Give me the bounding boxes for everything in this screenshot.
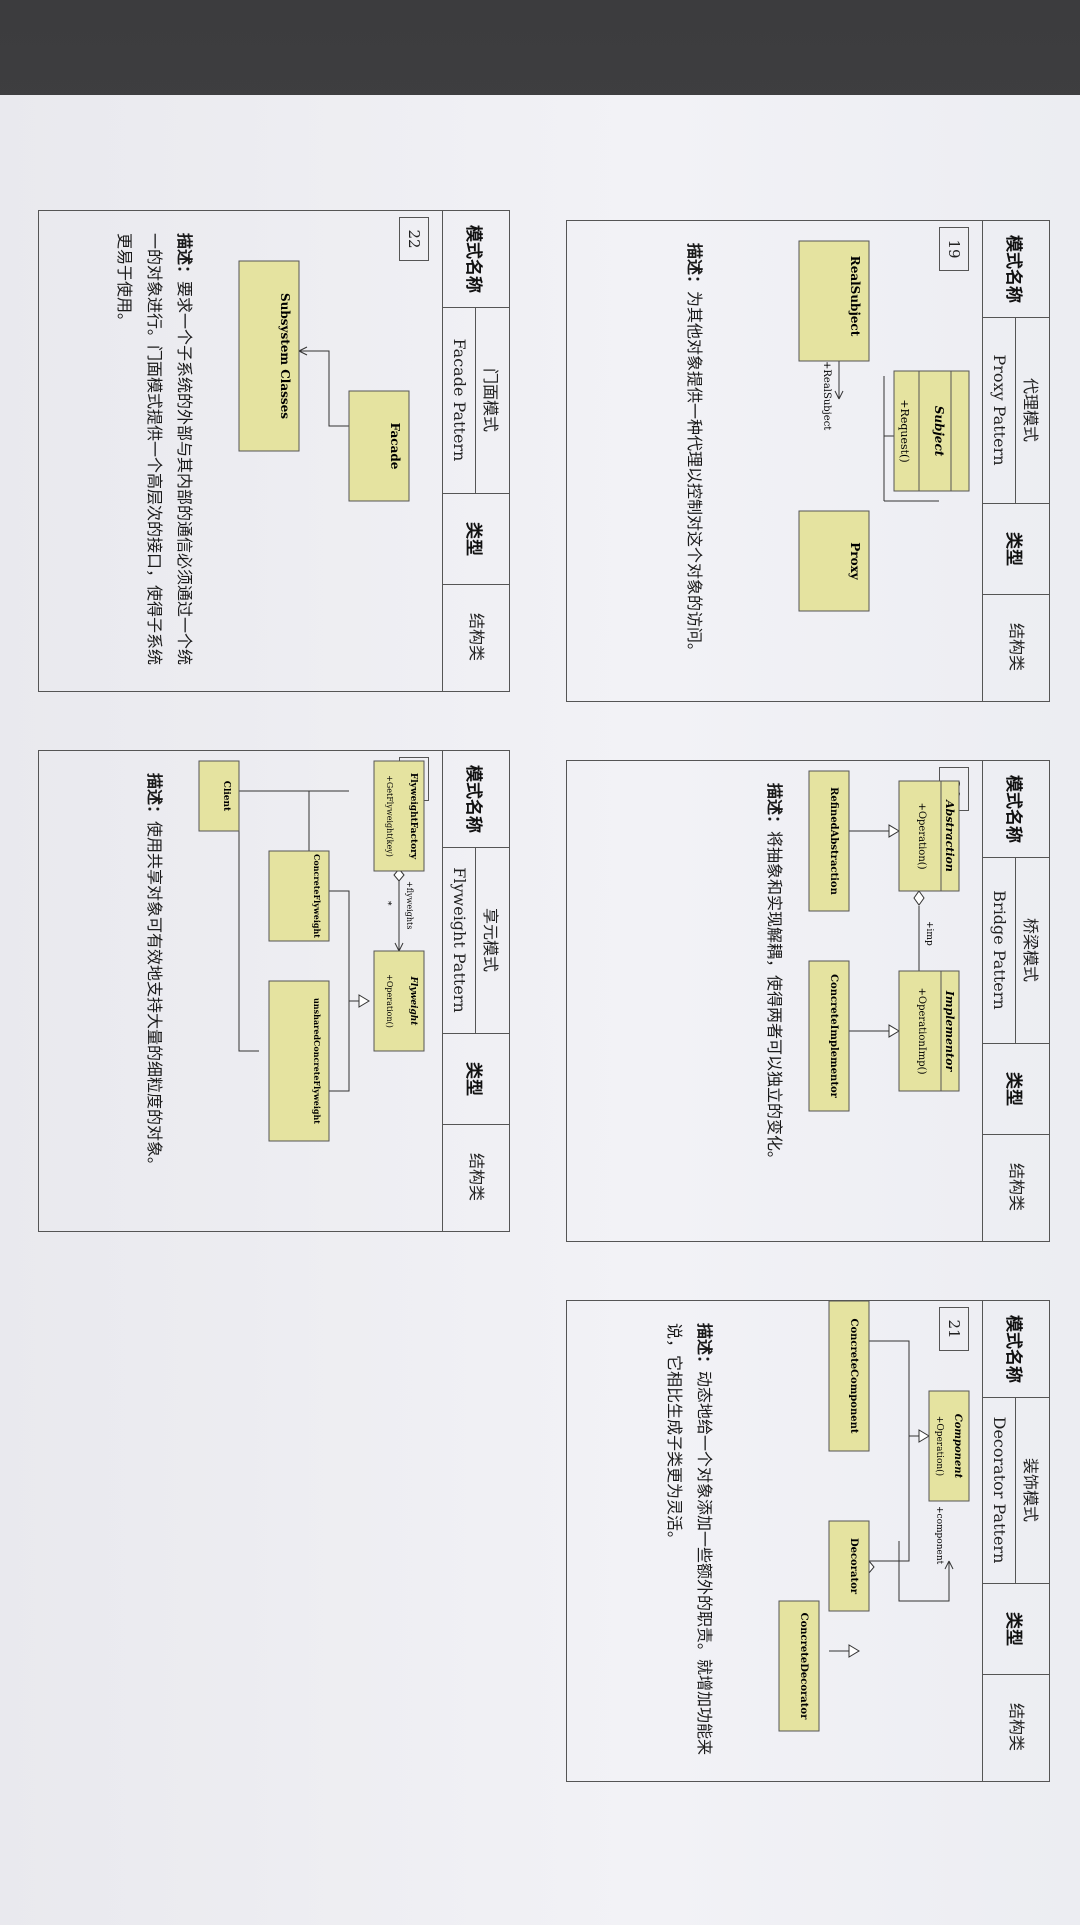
card-header: 模式名称 门面模式 Facade Pattern 类型 结构类 — [442, 211, 509, 691]
card-header: 模式名称 装饰模式 Decorator Pattern 类型 结构类 — [982, 1301, 1049, 1781]
pattern-cn-name: 装饰模式 — [1015, 1397, 1049, 1583]
card-decorator: 模式名称 装饰模式 Decorator Pattern 类型 结构类 21 — [566, 1300, 1050, 1782]
type-value: 结构类 — [467, 1152, 486, 1201]
class-concrete-implementor: ConcreteImplementor — [808, 960, 850, 1112]
pattern-name-label: 模式名称 — [983, 761, 1049, 858]
pattern-name-label: 模式名称 — [443, 211, 509, 308]
type-label: 类型 — [443, 1033, 509, 1125]
type-label: 类型 — [983, 503, 1049, 595]
class-refined-abstraction: RefinedAbstraction — [808, 770, 850, 912]
type-label: 类型 — [983, 1043, 1049, 1135]
pattern-cn-name: 门面模式 — [475, 307, 509, 493]
association-label: +imp — [924, 921, 934, 946]
pattern-description: 描述：将抽象和实现解耦，使得两者可以独立的变化。 — [765, 783, 784, 1168]
pattern-name-label: 模式名称 — [443, 751, 509, 848]
svg-text:unsharedConcreteFlyweight: unsharedConcreteFlyweight — [312, 998, 322, 1124]
svg-text:+Operation(): +Operation() — [916, 802, 927, 869]
class-concrete-decorator: ConcreteDecorator — [778, 1600, 820, 1732]
svg-text:Component: Component — [952, 1414, 963, 1479]
card-header: 模式名称 代理模式 Proxy Pattern 类型 结构类 — [982, 221, 1049, 701]
svg-text:Subsystem Classes: Subsystem Classes — [278, 293, 292, 419]
type-value: 结构类 — [1007, 1702, 1026, 1751]
class-concrete-flyweight: ConcreteFlyweight — [268, 850, 330, 942]
pattern-description: 描述：要求一个子系统的外部与其内部的通信必须通过一个统一的对象进行。门面模式提供… — [115, 233, 194, 666]
class-unshared-concrete-flyweight: unsharedConcreteFlyweight — [268, 980, 330, 1142]
svg-text:Decorator: Decorator — [848, 1538, 859, 1595]
svg-text:Implementor: Implementor — [943, 990, 956, 1073]
class-facade: Facade — [348, 390, 410, 502]
pattern-cn-name: 桥梁模式 — [1015, 857, 1049, 1043]
svg-text:+Operation(): +Operation() — [385, 974, 394, 1028]
svg-text:+GetFlyweight(key): +GetFlyweight(key) — [385, 775, 394, 857]
pattern-en-name: Bridge Pattern — [990, 890, 1009, 1010]
uml-diagram: Subject +Request() RealSubject Proxy +Re… — [798, 240, 970, 612]
svg-text:Flyweight: Flyweight — [408, 976, 418, 1027]
class-flyweight: Flyweight +Operation() — [373, 950, 425, 1052]
svg-text:ConcreteComponent: ConcreteComponent — [848, 1319, 859, 1434]
svg-text:Proxy: Proxy — [848, 542, 862, 581]
svg-text:RealSubject: RealSubject — [848, 256, 862, 337]
card-proxy: 模式名称 代理模式 Proxy Pattern 类型 结构类 19 — [566, 220, 1050, 702]
association-label: +flyweights — [405, 881, 414, 929]
class-concrete-component: ConcreteComponent — [828, 1301, 870, 1452]
class-abstraction: Abstraction +Operation() — [898, 780, 960, 892]
class-decorator: Decorator — [828, 1520, 870, 1612]
svg-text:RefinedAbstraction: RefinedAbstraction — [828, 787, 839, 895]
uml-diagram: Abstraction +Operation() Implementor +Op… — [808, 770, 960, 1112]
svg-text:+Operation(): +Operation() — [934, 1416, 945, 1476]
type-value: 结构类 — [467, 612, 486, 661]
rotated-page: 模式名称 代理模式 Proxy Pattern 类型 结构类 19 — [10, 200, 1050, 1820]
pattern-description: 描述：动态地给一个对象添加一些额外的职责。就增加功能来说，它相比生成子类更为灵活… — [665, 1323, 714, 1756]
pattern-cn-name: 代理模式 — [1015, 317, 1049, 503]
svg-text:+OperationImp(): +OperationImp() — [916, 988, 927, 1075]
pattern-en-name: Facade Pattern — [450, 338, 469, 462]
class-realsubject: RealSubject — [798, 240, 870, 362]
svg-text:ConcreteFlyweight: ConcreteFlyweight — [312, 854, 322, 938]
card-bridge: 模式名称 桥梁模式 Bridge Pattern 类型 结构类 20 — [566, 760, 1050, 1242]
svg-text:Abstraction: Abstraction — [943, 799, 956, 872]
svg-text:Subject: Subject — [932, 406, 946, 457]
svg-text:+Request(): +Request() — [898, 399, 911, 462]
type-label: 类型 — [983, 1583, 1049, 1675]
pattern-cn-name: 享元模式 — [475, 847, 509, 1033]
pattern-en-name: Proxy Pattern — [990, 354, 1009, 466]
association-label: +component — [934, 1506, 944, 1565]
pattern-description: 描述：使用共享对象可有效地支持大量的细粒度的对象。 — [145, 773, 164, 1174]
pattern-name-label: 模式名称 — [983, 221, 1049, 318]
type-value: 结构类 — [1007, 622, 1026, 671]
svg-text:ConcreteDecorator: ConcreteDecorator — [798, 1613, 809, 1720]
class-subsystem: Subsystem Classes — [238, 260, 300, 452]
multiplicity-label: * — [382, 901, 392, 906]
card-header: 模式名称 享元模式 Flyweight Pattern 类型 结构类 — [442, 751, 509, 1231]
pattern-en-name: Decorator Pattern — [990, 1416, 1009, 1564]
svg-text:FlyweightFactory: FlyweightFactory — [408, 773, 418, 860]
class-flyweight-factory: FlyweightFactory +GetFlyweight(key) — [373, 760, 425, 872]
card-flyweight: 模式名称 享元模式 Flyweight Pattern 类型 结构类 23 — [38, 750, 510, 1232]
type-label: 类型 — [443, 493, 509, 585]
class-implementor: Implementor +OperationImp() — [898, 970, 960, 1092]
type-value: 结构类 — [1007, 1162, 1026, 1211]
card-header: 模式名称 桥梁模式 Bridge Pattern 类型 结构类 — [982, 761, 1049, 1241]
svg-text:ConcreteImplementor: ConcreteImplementor — [828, 974, 839, 1099]
svg-text:Facade: Facade — [388, 423, 402, 470]
svg-text:Client: Client — [221, 781, 231, 812]
class-component: Component +Operation() — [928, 1390, 970, 1502]
pattern-name-label: 模式名称 — [983, 1301, 1049, 1398]
uml-diagram: Facade Subsystem Classes — [238, 260, 410, 502]
uml-diagram: FlyweightFactory +GetFlyweight(key) Flyw… — [198, 760, 425, 1142]
pattern-en-name: Flyweight Pattern — [450, 867, 469, 1013]
pattern-description: 描述：为其他对象提供一种代理以控制对这个对象的访问。 — [685, 243, 704, 660]
association-label: +RealSubject — [821, 361, 832, 430]
class-client: Client — [198, 760, 240, 832]
class-subject: Subject +Request() — [893, 370, 970, 492]
class-proxy: Proxy — [798, 510, 870, 612]
uml-diagram: Component +Operation() ConcreteComponent… — [778, 1301, 970, 1732]
card-facade: 模式名称 门面模式 Facade Pattern 类型 结构类 22 Facad… — [38, 210, 510, 692]
